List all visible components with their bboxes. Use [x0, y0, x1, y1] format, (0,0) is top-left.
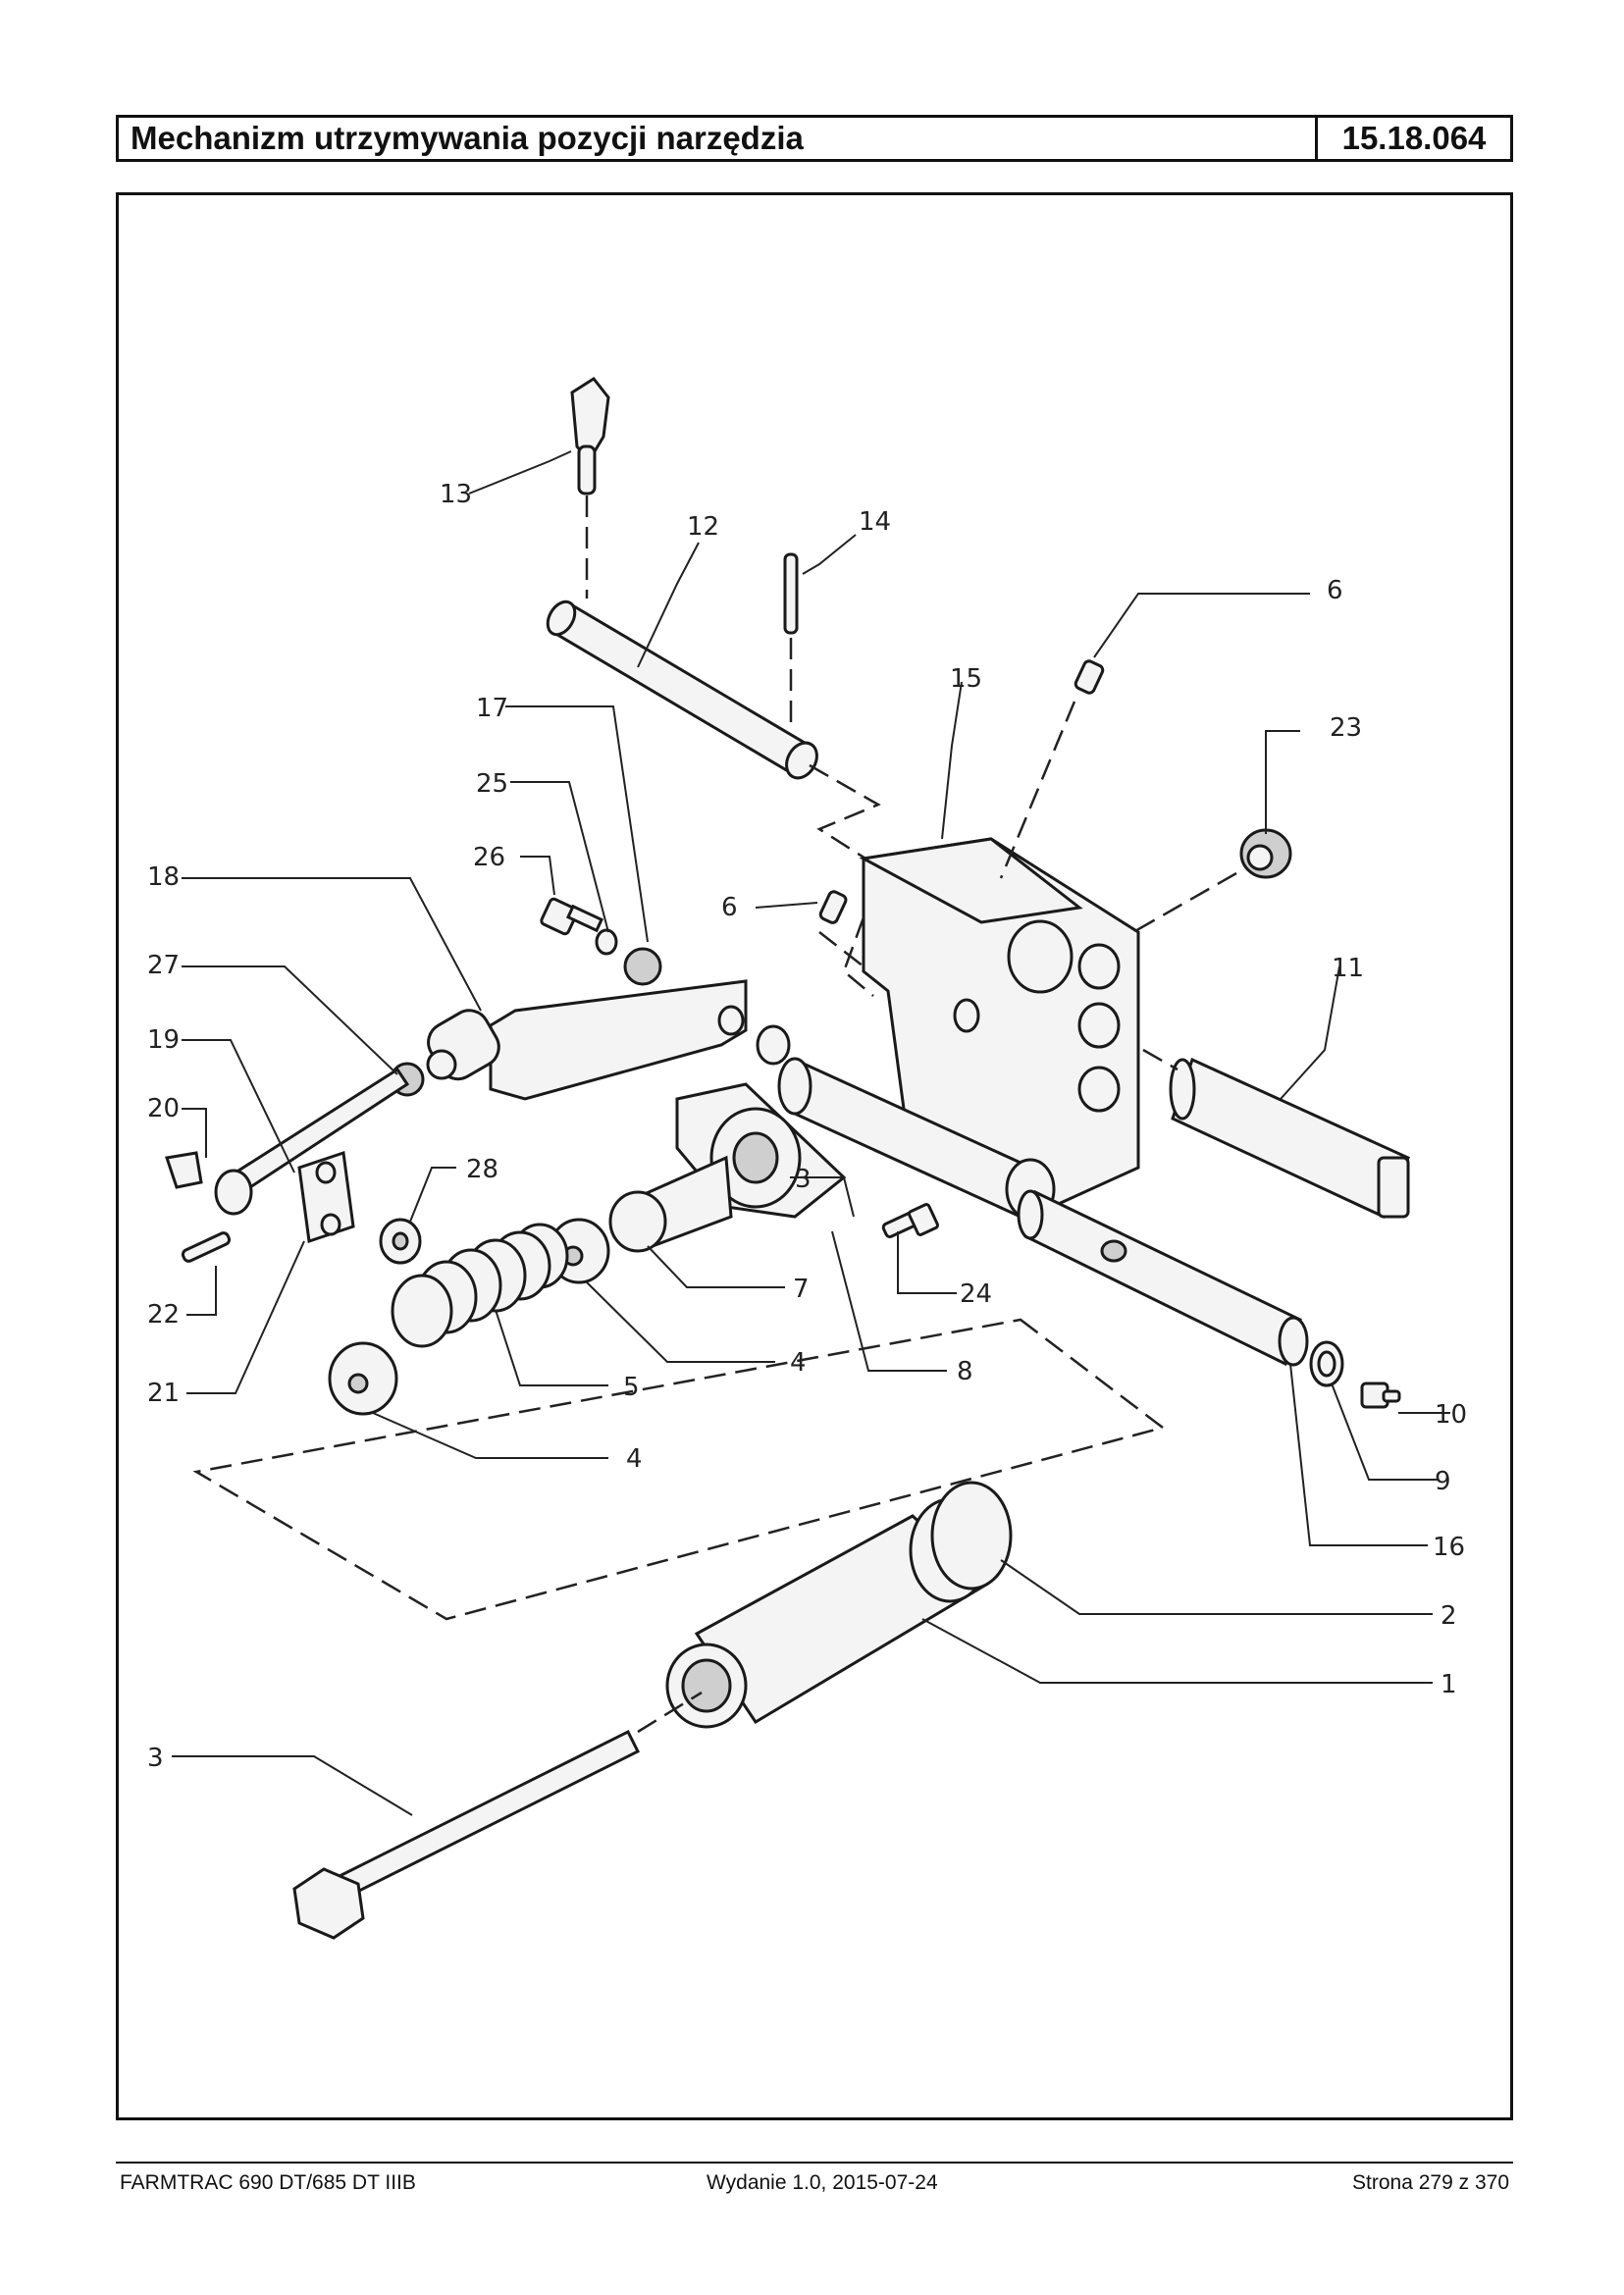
part-22-pin — [181, 1231, 232, 1263]
label-25: 25 — [476, 769, 508, 799]
footer-page-number: Strona 279 z 370 — [1352, 2171, 1509, 2194]
label-1: 1 — [1441, 1670, 1457, 1699]
page-header: Mechanizm utrzymywania pozycji narzędzia… — [116, 115, 1513, 162]
page-title: Mechanizm utrzymywania pozycji narzędzia — [119, 118, 1318, 159]
part-20-clip — [165, 1151, 203, 1189]
part-10-bolt — [1360, 1382, 1401, 1409]
label-3-lower: 3 — [147, 1744, 164, 1773]
page-footer: FARMTRAC 690 DT/685 DT IIIB Wydanie 1.0,… — [120, 2171, 1509, 2195]
label-7: 7 — [793, 1275, 810, 1304]
label-17: 17 — [476, 694, 508, 723]
part-2-circlip — [930, 1481, 1013, 1591]
label-2: 2 — [1441, 1601, 1457, 1631]
footer-edition: Wydanie 1.0, 2015-07-24 — [707, 2171, 938, 2194]
part-26-bolt — [540, 897, 604, 936]
part-23-nut — [1132, 828, 1292, 934]
label-8: 8 — [957, 1357, 973, 1386]
label-10: 10 — [1435, 1400, 1467, 1430]
label-6-upper: 6 — [1327, 576, 1343, 605]
label-21: 21 — [147, 1379, 180, 1408]
label-28: 28 — [466, 1155, 498, 1184]
label-14: 14 — [859, 507, 891, 537]
part-3-long-bolt — [292, 1691, 703, 1940]
part-25-washer — [595, 928, 618, 956]
part-15-bracket — [777, 837, 1140, 1221]
label-26: 26 — [473, 843, 505, 872]
label-12: 12 — [687, 512, 719, 542]
part-13-lynch-pin — [570, 377, 610, 599]
part-24-bolt — [881, 1203, 939, 1238]
part-28-washer — [379, 1218, 422, 1265]
label-15: 15 — [950, 664, 982, 694]
label-4-lower: 4 — [626, 1444, 643, 1474]
part-18-lever — [426, 979, 791, 1101]
part-6-grease-nipple-upper — [999, 659, 1105, 879]
part-21-block — [297, 1151, 355, 1243]
leader-lines — [172, 450, 1450, 1816]
label-4-upper: 4 — [790, 1348, 807, 1378]
part-12-pin — [546, 600, 881, 865]
label-13: 13 — [440, 480, 472, 509]
assembly-group-outline — [192, 1318, 1166, 1621]
exploded-view-frame: 13 12 14 6 15 23 17 25 26 6 18 11 27 19 … — [116, 192, 1513, 2120]
exploded-parts-diagram: 13 12 14 6 15 23 17 25 26 6 18 11 27 19 … — [147, 377, 1467, 1940]
part-16-pin — [1017, 1189, 1309, 1367]
footer-model: FARMTRAC 690 DT/685 DT IIIB — [120, 2171, 416, 2194]
label-18: 18 — [147, 862, 180, 892]
part-11-pin — [1142, 1048, 1410, 1220]
part-9-washer — [1309, 1340, 1344, 1387]
part-19-rod — [214, 1067, 410, 1216]
part-5-spring — [391, 1223, 569, 1348]
part-6-grease-nipple-lower — [818, 890, 864, 967]
label-19: 19 — [147, 1025, 180, 1055]
part-7-sleeve — [608, 1155, 733, 1253]
part-4-washer-lower — [328, 1341, 398, 1416]
label-27: 27 — [147, 951, 180, 980]
label-11: 11 — [1332, 954, 1364, 983]
label-24: 24 — [960, 1279, 992, 1309]
label-23: 23 — [1330, 713, 1362, 743]
label-9: 9 — [1435, 1467, 1451, 1496]
label-22: 22 — [147, 1300, 180, 1330]
label-16: 16 — [1433, 1533, 1465, 1562]
part-14-roll-pin — [783, 552, 799, 731]
footer-rule — [116, 2162, 1513, 2164]
label-3-upper: 3 — [795, 1165, 812, 1194]
part-17-bush — [623, 947, 662, 986]
label-5: 5 — [623, 1373, 640, 1402]
label-20: 20 — [147, 1094, 180, 1123]
label-6-lower: 6 — [721, 893, 738, 922]
section-code: 15.18.064 — [1341, 120, 1487, 156]
